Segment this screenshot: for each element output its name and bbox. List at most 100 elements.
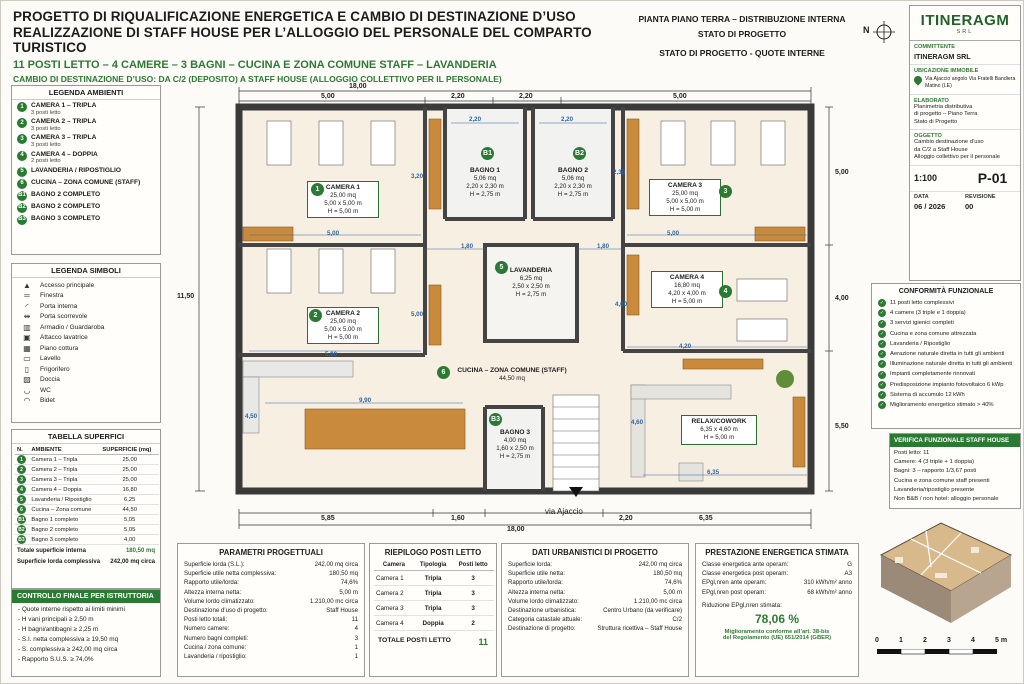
room-camera-3-area: 25,00 mq xyxy=(672,190,698,198)
surfaces-title: TABELLA SUPERFICI xyxy=(12,430,160,444)
surfaces-badge: 1 xyxy=(17,455,26,464)
legend-symbol-label: Accesso principale xyxy=(40,281,95,289)
room-camera-3-name: CAMERA 3 xyxy=(667,182,703,189)
conformity-item: ✓4 camere (3 triple e 1 doppia) xyxy=(878,308,1020,318)
params-row-label: Superficie utile netta complessiva: xyxy=(184,570,277,578)
legend-room-badge: 3 xyxy=(17,134,27,145)
beds-cell: Camera 2 xyxy=(374,585,414,601)
floor-plan-drawing xyxy=(195,87,833,529)
room-camera-4-name: CAMERA 4 xyxy=(669,274,705,281)
dim-left: 11,50 xyxy=(177,293,195,300)
controls-item: - Rapporto S.U.S. ≥ 74,0% xyxy=(18,656,94,663)
surfaces-cell-num: 1 xyxy=(15,454,30,465)
shower-icon: ▨ xyxy=(23,375,31,385)
conformity-item-text: Aerazione naturale diretta in tutti gli … xyxy=(890,351,1005,358)
surfaces-badge: 6 xyxy=(17,505,26,514)
dim-top-4: 5,00 xyxy=(673,93,687,100)
urban-row-label: Rapporto utile/lorda: xyxy=(508,579,563,587)
surfaces-total-int-value: 180,50 mq xyxy=(125,548,155,554)
conformity-item: ✓Cucina e zona comune attrezzata xyxy=(878,329,1020,339)
legend-room-name: CAMERA 2 – TRIPLA xyxy=(31,118,97,126)
urban-row-label: Volume lordo climatizzato: xyxy=(508,597,579,605)
company-logo: ITINERAGM SRL xyxy=(910,6,1020,41)
conformity-item-text: Cucina e zona comune attrezzata xyxy=(890,330,977,337)
inner-dim-c2: 5,00 xyxy=(325,351,338,358)
elaborato-line-3: Stato di Progetto xyxy=(914,118,958,125)
room-lavanderia-area: 6,25 mq xyxy=(519,275,543,283)
legend-symbol-label: Attacco lavatrice xyxy=(40,334,88,342)
surfaces-badge: B2 xyxy=(17,525,26,534)
room-bagno-2-dim: 2,20 x 2,30 m xyxy=(554,182,592,190)
urban-row-value: 242,00 mq circa xyxy=(638,561,682,568)
room-camera-2-badge: 2 xyxy=(309,309,322,322)
conformity-item: ✓Sistema di accumulo 12 kWh xyxy=(878,390,1020,400)
params-row: Destinazione d’uso di progetto:Staff Hou… xyxy=(178,606,364,615)
energy-note-1: Miglioramento conforme all’art. 38-bis xyxy=(724,628,830,635)
legend-room-sub: 3 posti letto xyxy=(31,142,61,149)
surfaces-cell-num: B2 xyxy=(15,524,30,535)
plan-title-line-3: STATO DI PROGETTO - QUOTE INTERNE xyxy=(659,48,825,58)
energy-reduction-label: Riduzione EPgl,nren stimata: xyxy=(702,601,782,609)
params-row: Volume lordo climatizzato:1.210,00 mc ci… xyxy=(178,597,364,606)
room-lavanderia-name: LAVANDERIA xyxy=(509,267,553,274)
inner-dim-c3: 5,00 xyxy=(667,230,680,237)
room-relax-h: H = 5,00 m xyxy=(703,433,735,441)
verifica-line: Cucina e zona comune staff presenti xyxy=(894,477,990,484)
surfaces-cell-value: 44,50 xyxy=(100,504,159,515)
room-camera-4-area: 16,80 mq xyxy=(674,282,700,290)
washer-icon: ▣ xyxy=(23,333,31,343)
verifica-title: VERIFICA FUNZIONALE STAFF HOUSE xyxy=(890,434,1020,447)
surfaces-cell-value: 5,05 xyxy=(100,524,159,535)
room-camera-1-badge: 1 xyxy=(311,183,324,196)
params-row: Numero bagni completi:3 xyxy=(178,634,364,643)
legend-room-badge: 6 xyxy=(17,178,27,189)
urban-title: DATI URBANISTICI DI PROGETTO xyxy=(532,548,658,557)
room-cucina-name: CUCINA – ZONA COMUNE (STAFF) xyxy=(457,367,567,374)
surfaces-total-lorda: Superficie lorda complessiva 242,00 mq c… xyxy=(17,559,155,565)
params-row: Rapporto utile/lorda:74,6% xyxy=(178,578,364,587)
cooktop-icon: ▦ xyxy=(23,343,31,353)
params-row-label: Altezza interna netta: xyxy=(184,588,242,596)
surfaces-badge: 4 xyxy=(17,485,26,494)
legend-room-badge: 1 xyxy=(17,102,27,112)
params-row-label: Rapporto utile/lorda: xyxy=(184,579,239,587)
scale-tick-label: 2 xyxy=(923,637,927,644)
urban-row-label: Superficie utile netta: xyxy=(508,570,565,578)
legend-room-sub: 3 posti letto xyxy=(31,125,61,132)
legend-symbol-item: ◡WC xyxy=(18,385,160,396)
room-camera-2-name: CAMERA 2 xyxy=(325,310,361,317)
params-row-value: 11 xyxy=(351,616,358,624)
room-camera-4-badge: 4 xyxy=(719,285,732,298)
legend-symbol-label: Frigorifero xyxy=(40,365,70,373)
verifica-line: Posti letto: 11 xyxy=(894,450,930,456)
scale-tick-label: 1 xyxy=(899,637,903,644)
urban-row-label: Altezza interna netta: xyxy=(508,588,566,596)
inner-dim-relax: 6,35 xyxy=(707,469,720,476)
date-rev-section: DATA 06 / 2026 REVISIONE 00 xyxy=(910,192,1020,213)
dim-bottom-1: 5,85 xyxy=(321,515,335,522)
plant-icon xyxy=(776,370,794,388)
legend-room-name: BAGNO 2 COMPLETO xyxy=(31,190,101,198)
header-line-4: CAMBIO DI DESTINAZIONE D’USO: DA C/2 (DE… xyxy=(13,74,502,84)
urban-row-value: 74,6% xyxy=(664,579,682,587)
conformity-item: ✓Lavanderia / Ripostiglio xyxy=(878,339,1020,349)
beds-cell: Tripla xyxy=(413,570,453,586)
legend-symbol-item: ◠Bidet xyxy=(18,396,160,407)
energy-row: EPgl,nren ante operam:310 kWh/m² anno xyxy=(696,578,858,587)
legend-symbol-label: WC xyxy=(40,386,51,394)
scale-bar-graphic xyxy=(877,649,997,655)
legend-room-badge: B3 xyxy=(17,214,27,225)
surfaces-cell-num: B1 xyxy=(15,514,30,525)
surfaces-badge: 2 xyxy=(17,465,26,474)
legend-room-sub: 3 posti letto xyxy=(31,109,61,116)
room-camera-4: CAMERA 4 16,80 mq 4,20 x 4,00 m H = 5,00… xyxy=(651,271,723,309)
controls-item: - Quote interne rispetto ai limiti minim… xyxy=(18,606,125,613)
elaborato-section: ELABORATO Planimetria distributiva di pr… xyxy=(910,95,1020,131)
north-label: N xyxy=(863,25,870,35)
params-row-value: 242,00 mq circa xyxy=(314,561,358,568)
urban-row: Superficie utile netta:180,50 mq xyxy=(502,569,688,578)
check-icon: ✓ xyxy=(878,370,886,379)
conformity-item-text: 3 servizi igienici completi xyxy=(890,320,954,327)
